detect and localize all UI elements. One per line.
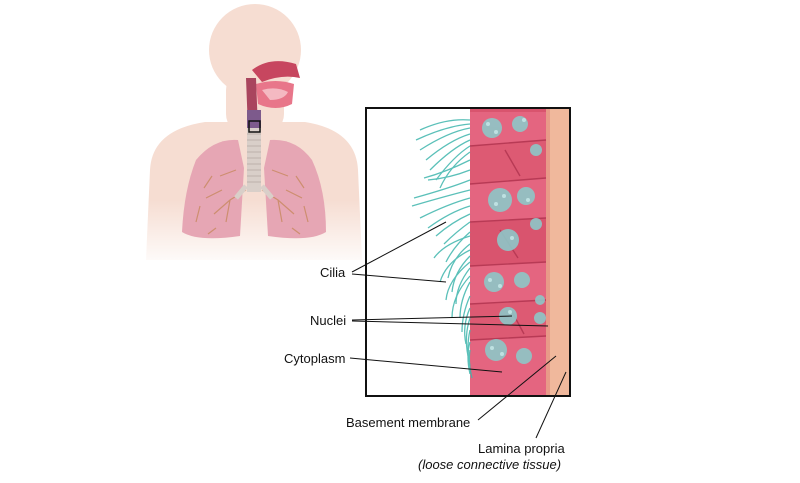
label-nuclei: Nuclei — [310, 313, 347, 328]
label-cytoplasm: Cytoplasm — [284, 351, 346, 366]
trachea — [247, 110, 261, 192]
epithelium-magnified-view — [365, 107, 571, 397]
lungs — [182, 139, 326, 239]
cilia-leader-1 — [351, 221, 447, 273]
label-lamina-propria: Lamina propria — [478, 441, 565, 456]
nuclei-leader-1 — [351, 315, 513, 321]
label-basement-membrane: Basement membrane — [346, 415, 471, 430]
cilia-strands — [411, 119, 473, 379]
basement-membrane-leader — [477, 355, 557, 421]
cytoplasm-leader — [349, 357, 503, 373]
cilia-leader-2 — [351, 273, 447, 283]
leader-lines — [349, 221, 567, 439]
magnified-region-marker — [248, 120, 261, 133]
lamina-propria-leader — [535, 371, 567, 439]
label-lamina-propria-note: (loose connective tissue) — [418, 457, 562, 472]
lamina-propria-layer — [548, 108, 570, 396]
magnified-view-frame — [365, 107, 571, 397]
nuclei-leader-2 — [351, 320, 549, 327]
label-cilia: Cilia — [320, 265, 346, 280]
